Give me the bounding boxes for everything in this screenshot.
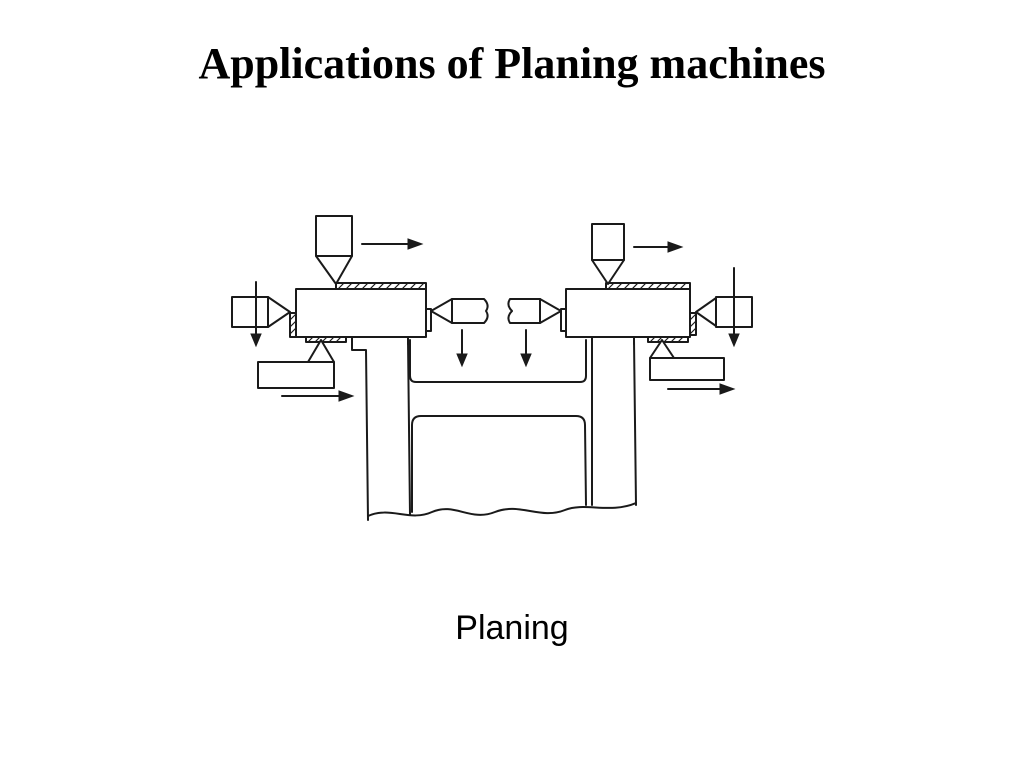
machine-column	[351, 339, 637, 521]
left-side-tool	[231, 281, 291, 348]
figure-caption: Planing	[455, 609, 569, 647]
left-top-tool	[315, 215, 353, 285]
left-bottom-tool	[257, 339, 355, 402]
right-bottom-tool	[649, 339, 736, 395]
left-workpiece	[289, 282, 432, 345]
center-right-tool	[507, 298, 562, 368]
slide-title: Applications of Planing machines	[198, 39, 826, 88]
center-left-tool	[430, 298, 489, 368]
right-side-tool	[695, 267, 753, 348]
right-top-feed-arrow	[633, 241, 684, 253]
right-workpiece	[560, 282, 697, 345]
left-top-feed-arrow	[361, 238, 424, 250]
right-top-tool	[591, 223, 625, 285]
